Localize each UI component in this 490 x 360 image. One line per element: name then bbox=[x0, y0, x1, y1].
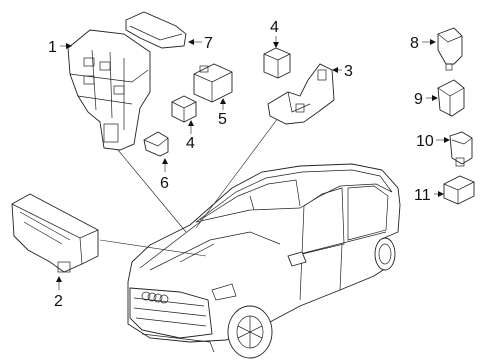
callout-10: 10 bbox=[416, 133, 450, 150]
callout-label: 11 bbox=[414, 187, 431, 204]
part-3-relay-bracket bbox=[267, 63, 335, 125]
part-1-fuse-box bbox=[67, 29, 151, 151]
part-11-fuse bbox=[443, 175, 475, 205]
callout-label: 6 bbox=[160, 175, 169, 192]
callout-6: 6 bbox=[160, 158, 169, 192]
part-9-fuse bbox=[437, 79, 465, 117]
callout-11: 11 bbox=[414, 187, 444, 204]
callout-label: 4 bbox=[270, 19, 279, 36]
callout-7: 7 bbox=[188, 35, 213, 52]
part-5-relay bbox=[193, 63, 233, 103]
callout-4-upper: 4 bbox=[270, 19, 279, 48]
callout-1: 1 bbox=[48, 39, 72, 56]
callout-4-lower: 4 bbox=[186, 120, 195, 152]
part-2-control-module bbox=[11, 193, 99, 273]
part-7-cover bbox=[125, 11, 187, 49]
callout-label: 2 bbox=[54, 293, 63, 310]
callout-label: 7 bbox=[204, 35, 213, 52]
callout-label: 4 bbox=[186, 135, 195, 152]
callout-label: 5 bbox=[218, 111, 227, 128]
part-10-fuse bbox=[449, 131, 473, 167]
part-4-relay-upper bbox=[263, 47, 291, 79]
callout-8: 8 bbox=[410, 35, 436, 52]
callout-9: 9 bbox=[414, 91, 438, 108]
leader-lines bbox=[99, 117, 279, 257]
callout-3: 3 bbox=[332, 63, 353, 80]
callout-label: 8 bbox=[410, 35, 419, 52]
part-6-clip bbox=[143, 131, 169, 157]
callout-label: 9 bbox=[414, 91, 423, 108]
callout-label: 1 bbox=[48, 39, 57, 56]
callout-label: 3 bbox=[344, 63, 353, 80]
part-4-relay-lower bbox=[171, 95, 197, 123]
part-8-fuse bbox=[437, 27, 463, 71]
callout-2: 2 bbox=[54, 276, 63, 310]
callout-label: 10 bbox=[416, 133, 434, 150]
vehicle-illustration bbox=[127, 163, 401, 359]
callout-5: 5 bbox=[218, 98, 227, 128]
